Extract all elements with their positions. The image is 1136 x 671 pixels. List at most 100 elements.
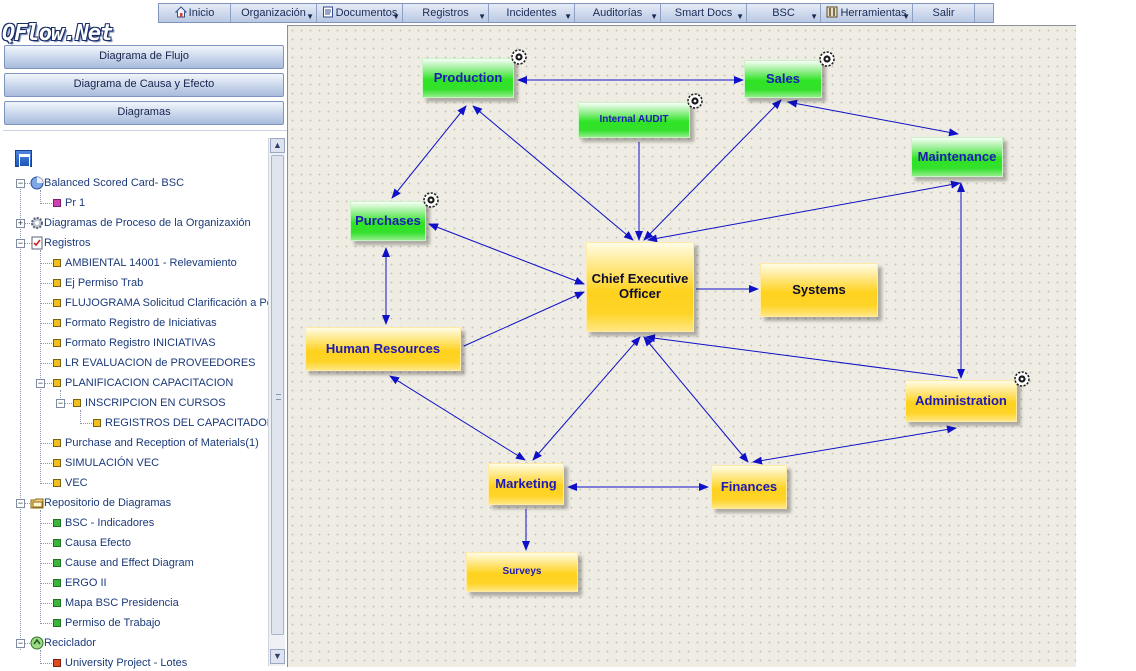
connector-maintenance-ceo[interactable]	[647, 180, 961, 243]
diagram-file-icon	[53, 479, 61, 487]
tree-item[interactable]: Registros	[44, 235, 90, 251]
gear-icon[interactable]	[1013, 370, 1031, 388]
scroll-thumb[interactable]	[271, 155, 284, 635]
node-label: Maintenance	[917, 148, 997, 164]
menu-item-4[interactable]: Incidentes▼	[489, 4, 575, 22]
records-icon	[30, 236, 44, 250]
connector-purchases-ceo[interactable]	[428, 223, 585, 285]
tree-item-label: Reciclador	[44, 637, 96, 649]
node-production[interactable]: Production	[422, 58, 514, 98]
tree-item[interactable]: Ej Permiso Trab	[65, 275, 143, 291]
node-systems[interactable]: Systems	[760, 263, 878, 317]
tree-item-label: Formato Registro de Iniciativas	[65, 317, 217, 329]
scroll-down-icon[interactable]: ▼	[270, 649, 285, 664]
gear-icon[interactable]	[686, 92, 704, 110]
tree-item[interactable]: AMBIENTAL 14001 - Relevamiento	[65, 255, 237, 271]
tree-item[interactable]: Permiso de Trabajo	[65, 615, 160, 631]
collapse-icon[interactable]: −	[16, 178, 25, 188]
collapse-icon[interactable]: −	[56, 398, 65, 408]
diagram-file-icon	[53, 199, 61, 207]
tree-item[interactable]: Cause and Effect Diagram	[65, 555, 194, 571]
node-label: Systems	[792, 281, 846, 297]
menu-item-5[interactable]: Auditorías▼	[575, 4, 661, 22]
menu-item-label: Organización	[241, 7, 306, 19]
connector-production-purchases[interactable]	[391, 105, 467, 199]
tree-item[interactable]: Repositorio de Diagramas	[44, 495, 171, 511]
connector-ceo-administration[interactable]	[645, 334, 959, 379]
connector-administration-finances[interactable]	[752, 425, 957, 465]
tree-item[interactable]: Pr 1	[65, 195, 85, 211]
node-surveys[interactable]: Surveys	[466, 552, 578, 592]
menu-item-7[interactable]: BSC▼	[747, 4, 821, 22]
nav-button-cause-effect[interactable]: Diagrama de Causa y Efecto	[4, 73, 284, 97]
node-audit[interactable]: Internal AUDIT	[578, 102, 690, 138]
tree-item[interactable]: Causa Efecto	[65, 535, 131, 551]
menu-item-3[interactable]: Registros▼	[403, 4, 489, 22]
node-purchases[interactable]: Purchases	[350, 201, 426, 241]
node-ceo[interactable]: Chief Executive Officer	[586, 242, 694, 332]
panel-toggle-icon[interactable]	[15, 150, 32, 167]
tree-item[interactable]: Formato Registro de Iniciativas	[65, 315, 217, 331]
tree-guide-line	[40, 303, 52, 304]
menu-item-2[interactable]: Documentos▼	[317, 4, 403, 22]
menu-item-8[interactable]: Herramientas▼	[821, 4, 913, 22]
connector-hr-ceo[interactable]	[463, 291, 585, 347]
tree-item[interactable]: Reciclador	[44, 635, 96, 651]
tree-item[interactable]: REGISTROS DEL CAPACITADOR Y	[105, 415, 285, 431]
diagram-file-icon	[53, 339, 61, 347]
collapse-icon[interactable]: −	[16, 238, 25, 248]
tree-item[interactable]: ERGO II	[65, 575, 107, 591]
tree-item[interactable]: Mapa BSC Presidencia	[65, 595, 179, 611]
tree-guide-line	[40, 250, 41, 482]
nav-button-diagrams[interactable]: Diagramas	[4, 101, 284, 125]
node-finances[interactable]: Finances	[711, 465, 787, 509]
node-maintenance[interactable]: Maintenance	[911, 137, 1003, 177]
menu-item-label: BSC	[772, 7, 795, 19]
nav-button-flow-diagram[interactable]: Diagrama de Flujo	[4, 45, 284, 69]
connector-production-ceo[interactable]	[472, 105, 634, 241]
gear-icon[interactable]	[818, 50, 836, 68]
menu-item-1[interactable]: Organización▼	[231, 4, 317, 22]
tree-guide-line	[40, 543, 52, 544]
menu-item-9[interactable]: Salir	[913, 4, 975, 22]
tree-item[interactable]: BSC - Indicadores	[65, 515, 154, 531]
gear-icon[interactable]	[422, 191, 440, 209]
tree-item[interactable]: PLANIFICACION CAPACITACION	[65, 375, 233, 391]
node-label: Purchases	[355, 212, 421, 228]
diagram-file-icon	[53, 359, 61, 367]
tree-guide-line	[40, 663, 52, 664]
tree-item[interactable]: Formato Registro INICIATIVAS	[65, 335, 216, 351]
connector-hr-marketing[interactable]	[389, 375, 526, 461]
connector-sales-maintenance[interactable]	[787, 99, 959, 137]
gear-icon[interactable]	[510, 48, 528, 66]
collapse-icon[interactable]: −	[36, 378, 45, 388]
tree-item[interactable]: SIMULACIÓN VEC	[65, 455, 159, 471]
expand-icon[interactable]: +	[16, 218, 25, 228]
tree-item[interactable]: Balanced Scored Card- BSC	[44, 175, 184, 191]
node-label: Marketing	[495, 475, 557, 491]
collapse-icon[interactable]: −	[16, 638, 25, 648]
menu-item-label: Salir	[932, 7, 955, 19]
connector-ceo-finances[interactable]	[643, 336, 749, 463]
menu-item-label: Inicio	[188, 7, 215, 19]
tree-scrollbar[interactable]: ▲ ▼	[268, 138, 285, 666]
tree-item[interactable]: Diagramas de Proceso de la Organizaxión	[44, 215, 251, 231]
node-sales[interactable]: Sales	[744, 60, 822, 98]
tree-item[interactable]: INSCRIPCION EN CURSOS	[85, 395, 226, 411]
node-hr[interactable]: Human Resources	[305, 327, 461, 371]
tree-item-label: ERGO II	[65, 577, 107, 589]
tree-item[interactable]: FLUJOGRAMA Solicitud Clarificación a PeM	[65, 295, 282, 311]
menu-item-6[interactable]: Smart Docs▼	[661, 4, 747, 22]
node-marketing[interactable]: Marketing	[488, 463, 564, 505]
menu-item-0[interactable]: Inicio	[159, 4, 231, 22]
scroll-up-icon[interactable]: ▲	[270, 138, 285, 153]
tree-item[interactable]: University Project - Lotes	[65, 655, 187, 671]
tree-item[interactable]: LR EVALUACION de PROVEEDORES	[65, 355, 256, 371]
collapse-icon[interactable]: −	[16, 498, 25, 508]
tree-item-label: Repositorio de Diagramas	[44, 497, 172, 509]
connector-ceo-marketing[interactable]	[532, 336, 641, 461]
tree-item[interactable]: Purchase and Reception of Materials(1)	[65, 435, 259, 451]
tree-item[interactable]: VEC	[65, 475, 88, 491]
node-administration[interactable]: Administration	[905, 380, 1017, 422]
